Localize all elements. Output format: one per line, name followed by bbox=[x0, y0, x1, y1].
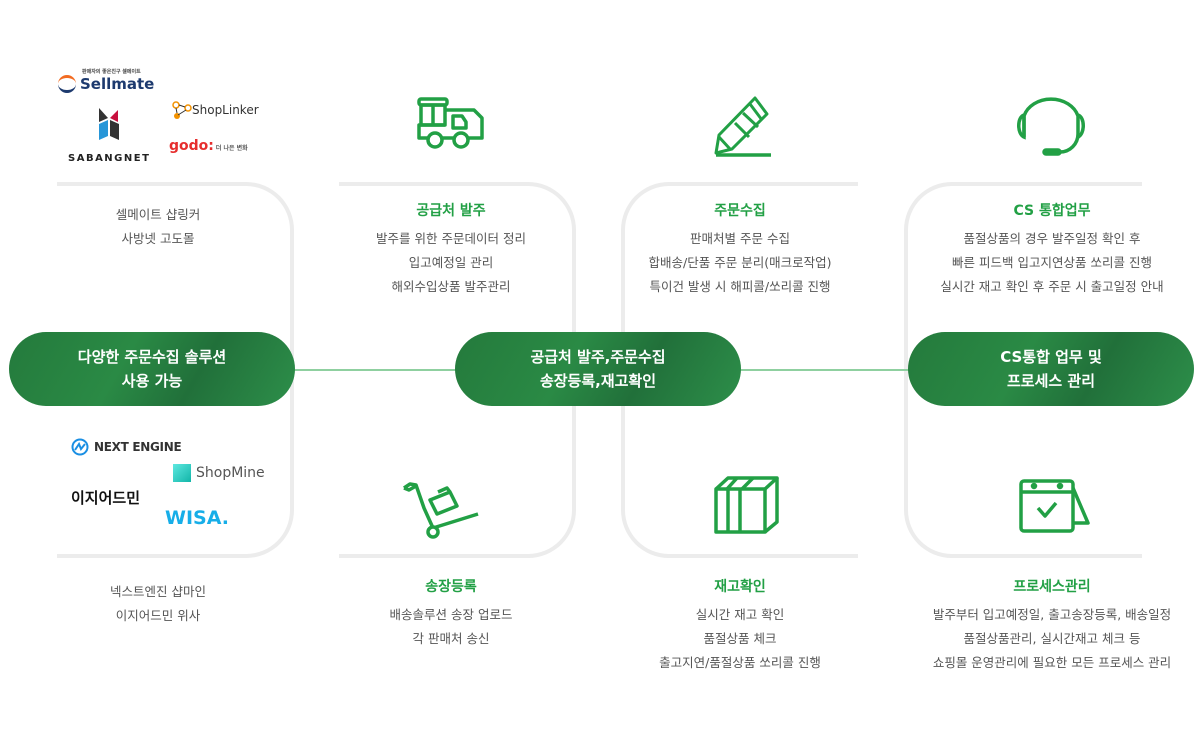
desc-line: 발주를 위한 주문데이터 정리 bbox=[376, 231, 526, 246]
wisa-logo: WISA. bbox=[165, 507, 229, 529]
desc-line: 품절상품관리, 실시간재고 체크 등 bbox=[963, 631, 1141, 646]
col4-top-text: CS 통합업무 품절상품의 경우 발주일정 확인 후 빠른 피드백 입고지연상품… bbox=[902, 201, 1200, 299]
hand-truck-icon bbox=[403, 482, 479, 539]
col2-bottom-frame bbox=[339, 370, 576, 558]
pill-line: 공급처 발주,주문수집 bbox=[530, 348, 666, 366]
col2-bottom-text: 송장등록 배송솔루션 송장 업로드 각 판매처 송신 bbox=[321, 577, 581, 651]
desc-line: 품절상품의 경우 발주일정 확인 후 bbox=[963, 231, 1141, 246]
pill-line: 송장등록,재고확인 bbox=[539, 372, 657, 390]
truck-icon bbox=[417, 97, 484, 149]
box-icon bbox=[714, 476, 779, 534]
ezadmin-logo: 이지어드민 bbox=[71, 489, 141, 507]
connector-line bbox=[290, 369, 460, 371]
col1-top-frame bbox=[57, 182, 294, 372]
col2-top-frame bbox=[339, 182, 576, 372]
shopmine-cube-icon bbox=[173, 464, 191, 482]
desc-line: 사방넷 고도몰 bbox=[121, 231, 195, 246]
calendar-check-icon bbox=[1019, 479, 1090, 533]
section-title: CS 통합업무 bbox=[1013, 203, 1091, 219]
desc-line: 쇼핑몰 운영관리에 필요한 모든 프로세스 관리 bbox=[932, 655, 1172, 670]
desc-line: 배송솔루션 송장 업로드 bbox=[389, 607, 513, 622]
col3-bottom-frame bbox=[621, 370, 858, 558]
section-title: 송장등록 bbox=[425, 579, 477, 595]
shoplinker-mark-icon bbox=[172, 101, 192, 119]
col3-top-text: 주문수집 판매처별 주문 수집 합배송/단품 주문 분리(매크로작업) 특이건 … bbox=[610, 201, 870, 299]
col1-bottom-text: 넥스트엔진 샵마인 이지어드민 위사 bbox=[28, 580, 288, 628]
shopmine-logo: ShopMine bbox=[173, 464, 265, 482]
section-title: 주문수집 bbox=[714, 203, 766, 219]
col1-bottom-frame bbox=[57, 370, 294, 558]
desc-line: 입고예정일 관리 bbox=[408, 255, 494, 270]
desc-line: 실시간 재고 확인 bbox=[695, 607, 785, 622]
godo-logo: godo:더 나은 변화 bbox=[169, 138, 248, 154]
connector-line bbox=[735, 369, 915, 371]
col3-top-frame bbox=[621, 182, 858, 372]
section-title: 공급처 발주 bbox=[416, 203, 486, 219]
col1-top-text: 셀메이트 샵링커 사방넷 고도몰 bbox=[28, 203, 288, 251]
section-title: 프로세스관리 bbox=[1013, 579, 1091, 595]
pencil-icon bbox=[714, 96, 771, 157]
desc-line: 셀메이트 샵링커 bbox=[115, 207, 201, 222]
desc-line: 합배송/단품 주문 분리(매크로작업) bbox=[648, 255, 832, 270]
col4-bottom-frame bbox=[904, 370, 1142, 558]
desc-line: 빠른 피드백 입고지연상품 쏘리콜 진행 bbox=[952, 255, 1152, 270]
section-title: 재고확인 bbox=[714, 579, 766, 595]
col4-top-frame bbox=[904, 182, 1142, 372]
shoplinker-logo: ShopLinker bbox=[172, 101, 259, 119]
pill-line: 다양한 주문수집 솔루션 bbox=[77, 348, 227, 366]
desc-line: 각 판매처 송신 bbox=[412, 631, 490, 646]
desc-line: 실시간 재고 확인 후 주문 시 출고일정 안내 bbox=[940, 279, 1164, 294]
sabangnet-mark-icon bbox=[99, 108, 120, 140]
pill-line: CS통합 업무 및 bbox=[1000, 348, 1102, 366]
col4-bottom-text: 프로세스관리 발주부터 입고예정일, 출고송장등록, 배송일정 품절상품관리, … bbox=[902, 577, 1200, 675]
nextengine-mark-icon bbox=[71, 438, 89, 456]
desc-line: 해외수입상품 발주관리 bbox=[391, 279, 511, 294]
desc-line: 출고지연/품절상품 쏘리콜 진행 bbox=[659, 655, 821, 670]
headset-icon bbox=[1017, 97, 1085, 156]
desc-line: 판매처별 주문 수집 bbox=[690, 231, 790, 246]
sabangnet-logo: SABANGNET bbox=[68, 108, 150, 165]
pill-line: 프로세스 관리 bbox=[1006, 372, 1096, 390]
desc-line: 넥스트엔진 샵마인 bbox=[110, 584, 206, 599]
desc-line: 특이건 발생 시 해피콜/쏘리콜 진행 bbox=[649, 279, 831, 294]
col2-top-text: 공급처 발주 발주를 위한 주문데이터 정리 입고예정일 관리 해외수입상품 발… bbox=[321, 201, 581, 299]
desc-line: 발주부터 입고예정일, 출고송장등록, 배송일정 bbox=[932, 607, 1172, 622]
nextengine-logo: NEXT ENGINE bbox=[71, 438, 182, 456]
desc-line: 이지어드민 위사 bbox=[115, 608, 201, 623]
pill-line: 사용 가능 bbox=[121, 372, 183, 390]
sellmate-logo: 판매자의 좋은친구 셀메이트 Sellmate bbox=[58, 68, 154, 93]
desc-line: 품절상품 체크 bbox=[703, 631, 777, 646]
col3-bottom-text: 재고확인 실시간 재고 확인 품절상품 체크 출고지연/품절상품 쏘리콜 진행 bbox=[610, 577, 870, 675]
